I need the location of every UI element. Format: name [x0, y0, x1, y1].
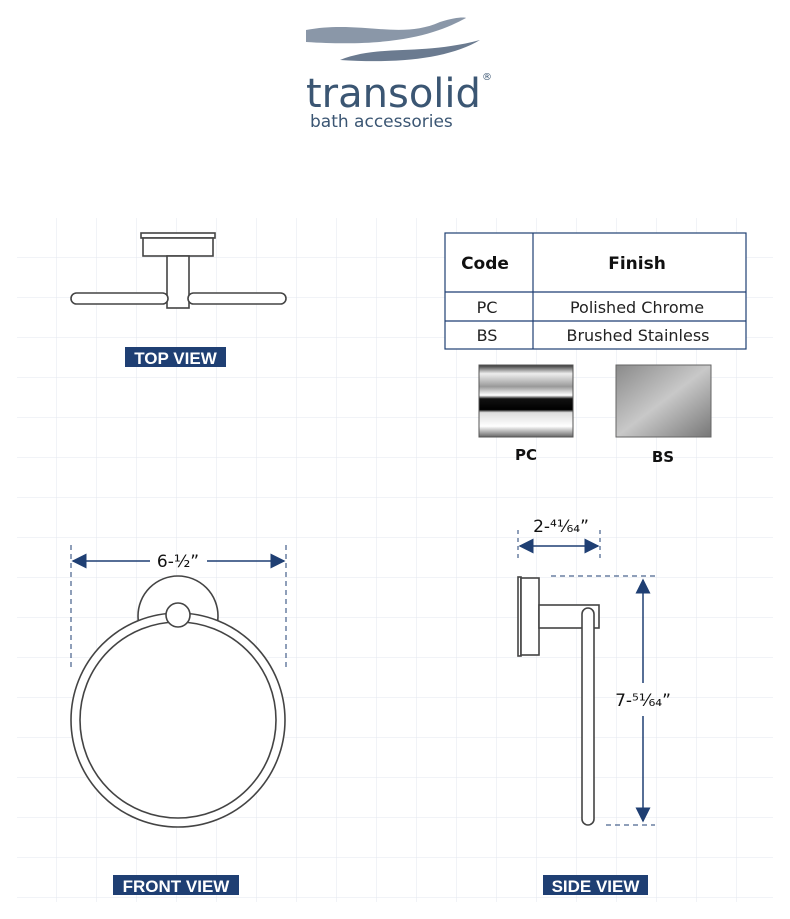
- table-header-finish: Finish: [608, 254, 666, 274]
- front-view-label-bg: [113, 875, 239, 895]
- front-view-drawing: [70, 545, 287, 828]
- table-cell-code: BS: [477, 326, 498, 345]
- top-view-label: TOP VIEW: [134, 349, 217, 368]
- logo: transolid ® bath accessories: [306, 17, 492, 132]
- swatch-brushed-stainless: [615, 364, 712, 438]
- logo-registered: ®: [482, 72, 492, 83]
- logo-brand: transolid: [306, 71, 481, 117]
- top-view-label-bg: [125, 347, 226, 367]
- table-header-code: Code: [461, 254, 509, 274]
- table-cell-finish: Polished Chrome: [570, 298, 704, 317]
- depth-dimension: 2-⁴¹⁄₆₄”: [533, 517, 589, 537]
- finish-table: Code Finish PC Polished Chrome BS Brushe…: [444, 232, 747, 350]
- width-dimension: 6-½”: [157, 552, 199, 572]
- table-cell-code: PC: [477, 298, 498, 317]
- swatch-polished-chrome: [478, 364, 574, 438]
- logo-tagline: bath accessories: [310, 112, 453, 132]
- table-cell-finish: Brushed Stainless: [566, 326, 709, 345]
- side-view-label-bg: [543, 875, 648, 895]
- side-view-label: SIDE VIEW: [552, 877, 641, 896]
- height-dimension: 7-⁵¹⁄₆₄”: [615, 691, 671, 711]
- top-view-drawing: [70, 232, 287, 309]
- swatch-label: BS: [652, 448, 674, 466]
- swatch-label: PC: [515, 446, 537, 464]
- logo-wave-icon: [306, 17, 466, 44]
- front-view-label: FRONT VIEW: [123, 877, 231, 896]
- side-view-drawing: [517, 530, 655, 826]
